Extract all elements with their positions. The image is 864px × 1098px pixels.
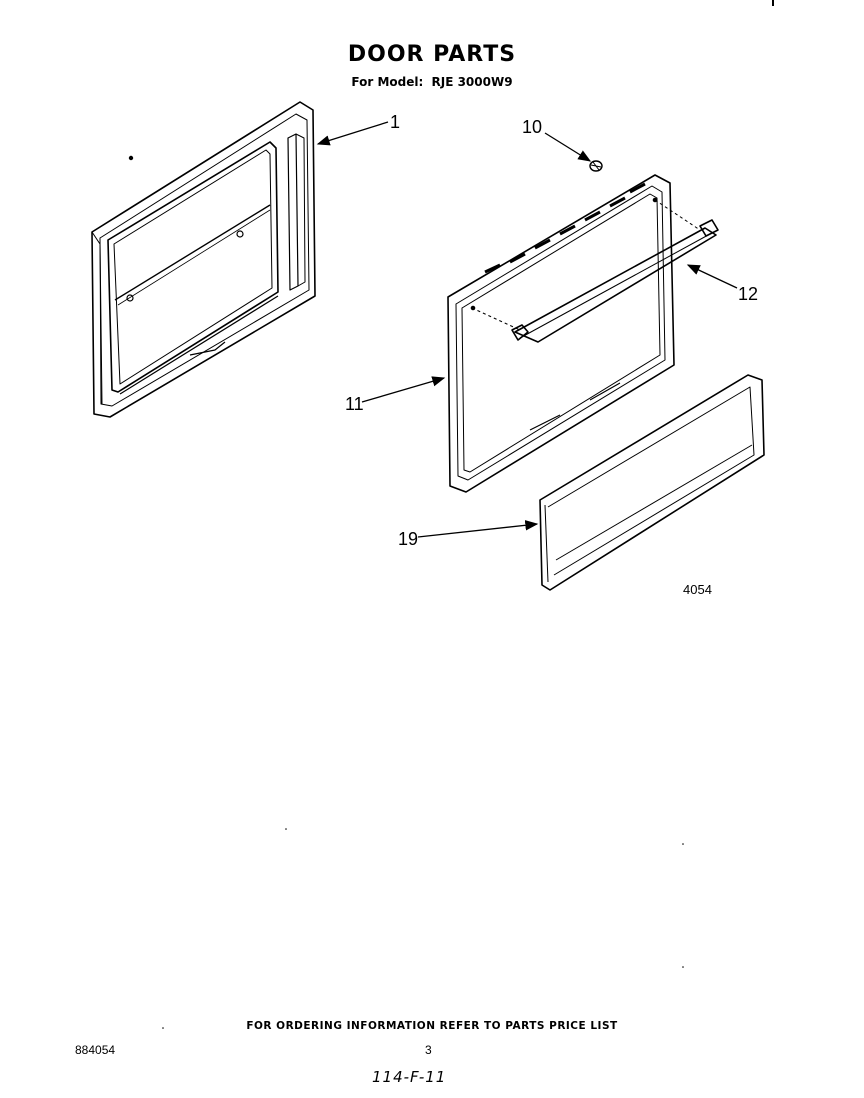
model-prefix: For Model: [351,75,424,89]
door-panel-part-11 [447,174,701,493]
callout-label-1: 1 [390,112,400,132]
screw-part-10 [589,160,603,172]
document-number: 884054 [75,1043,116,1057]
page-number: 3 [425,1043,432,1057]
model-number: RJE 3000W9 [431,75,513,89]
handwritten-note: 114-F-11 [372,1068,447,1086]
callout-label-12: 12 [738,284,758,304]
callout-leaders [316,121,738,538]
glass-panel-part-19 [539,374,765,591]
callout-label-19: 19 [398,529,418,549]
page-title: DOOR PARTS [347,42,517,67]
door-handle-part-12 [511,219,719,343]
ordering-note: FOR ORDERING INFORMATION REFER TO PARTS … [246,1020,618,1032]
callout-label-10: 10 [522,117,542,137]
scan-specks [162,0,774,1029]
model-subtitle: For Model: RJE 3000W9 [0,75,864,89]
door-frame-part-1 [91,101,316,418]
figure-number: 4054 [683,582,712,597]
callout-label-11: 11 [345,394,364,414]
